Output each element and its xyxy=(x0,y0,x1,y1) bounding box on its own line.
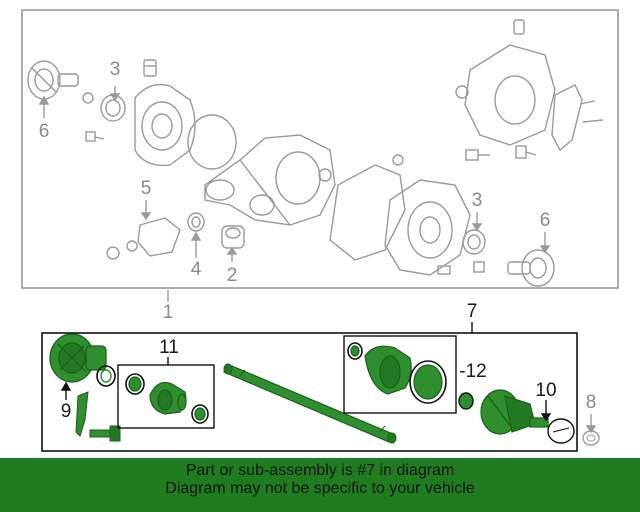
footer-line-1: Part or sub-assembly is #7 in diagram xyxy=(185,462,455,479)
left-axle-seal xyxy=(100,94,126,122)
cover-gasket xyxy=(329,164,406,261)
bracket-washer xyxy=(126,240,138,252)
callout-12: -12 xyxy=(459,361,487,382)
left-bolt xyxy=(85,131,105,142)
mount-bracket xyxy=(137,217,181,257)
grey-leaders xyxy=(38,86,597,434)
callout-10: 10 xyxy=(535,380,557,401)
mount-bushing xyxy=(221,225,245,249)
center-differential-housing xyxy=(204,134,336,226)
left-output-flange xyxy=(27,60,79,100)
breather-cap xyxy=(143,59,157,77)
callout-2: 2 xyxy=(226,265,238,286)
axle-shaft xyxy=(222,363,397,444)
footer-banner: Part or sub-assembly is #7 in diagram Di… xyxy=(0,458,640,512)
right-nut xyxy=(473,261,485,273)
bracket-bolt-1 xyxy=(579,100,596,105)
callout-5: 5 xyxy=(140,178,152,199)
halfshaft-assembly-frame xyxy=(41,332,578,452)
inner-boot-kit-box xyxy=(117,364,215,429)
actuator-housing xyxy=(455,19,556,146)
left-snap-ring xyxy=(82,92,94,104)
right-output-flange xyxy=(507,249,555,287)
callout-7: 7 xyxy=(466,301,478,322)
callout-1: 1 xyxy=(162,302,174,323)
side-cover-housing xyxy=(134,83,196,167)
inner-joint-ring xyxy=(96,365,116,387)
inner-boot-kit-parts xyxy=(125,373,209,424)
inner-cv-joint xyxy=(49,333,107,383)
housing-o-ring xyxy=(187,114,237,170)
footer-line-2: Diagram may not be specific to your vehi… xyxy=(165,480,475,497)
differential-assembly-frame xyxy=(21,9,619,289)
outer-joint-seal xyxy=(458,392,474,410)
bracket-bolt-2 xyxy=(582,119,604,123)
mounting-bolt xyxy=(89,425,121,442)
callout-8: 8 xyxy=(585,392,597,413)
bracket-nut xyxy=(106,246,120,260)
drain-plug xyxy=(392,154,404,166)
right-axle-seal xyxy=(462,229,486,255)
outer-dust-shield xyxy=(547,418,575,444)
right-bolt xyxy=(437,265,451,275)
callout-6-left: 6 xyxy=(38,121,50,142)
dark-leaders xyxy=(60,381,552,422)
callout-9: 9 xyxy=(60,401,72,422)
speed-sensor xyxy=(515,145,537,159)
callout-6-right: 6 xyxy=(539,210,551,231)
callout-3-left: 3 xyxy=(109,59,121,80)
temperature-sensor xyxy=(465,149,490,161)
differential-parts-group xyxy=(27,19,604,287)
rear-cover xyxy=(384,179,471,276)
callout-3-right: 3 xyxy=(471,190,483,211)
outer-boot-kit-parts xyxy=(347,342,447,404)
callout-4: 4 xyxy=(190,259,202,280)
fill-plug xyxy=(318,168,332,182)
retaining-clip xyxy=(75,391,89,437)
outer-boot-kit-box xyxy=(343,335,457,414)
axle-nut xyxy=(582,430,600,446)
mount-washer xyxy=(187,212,205,232)
outer-cv-joint xyxy=(480,389,549,435)
actuator-bracket xyxy=(551,84,583,152)
callout-11: 11 xyxy=(159,337,179,358)
